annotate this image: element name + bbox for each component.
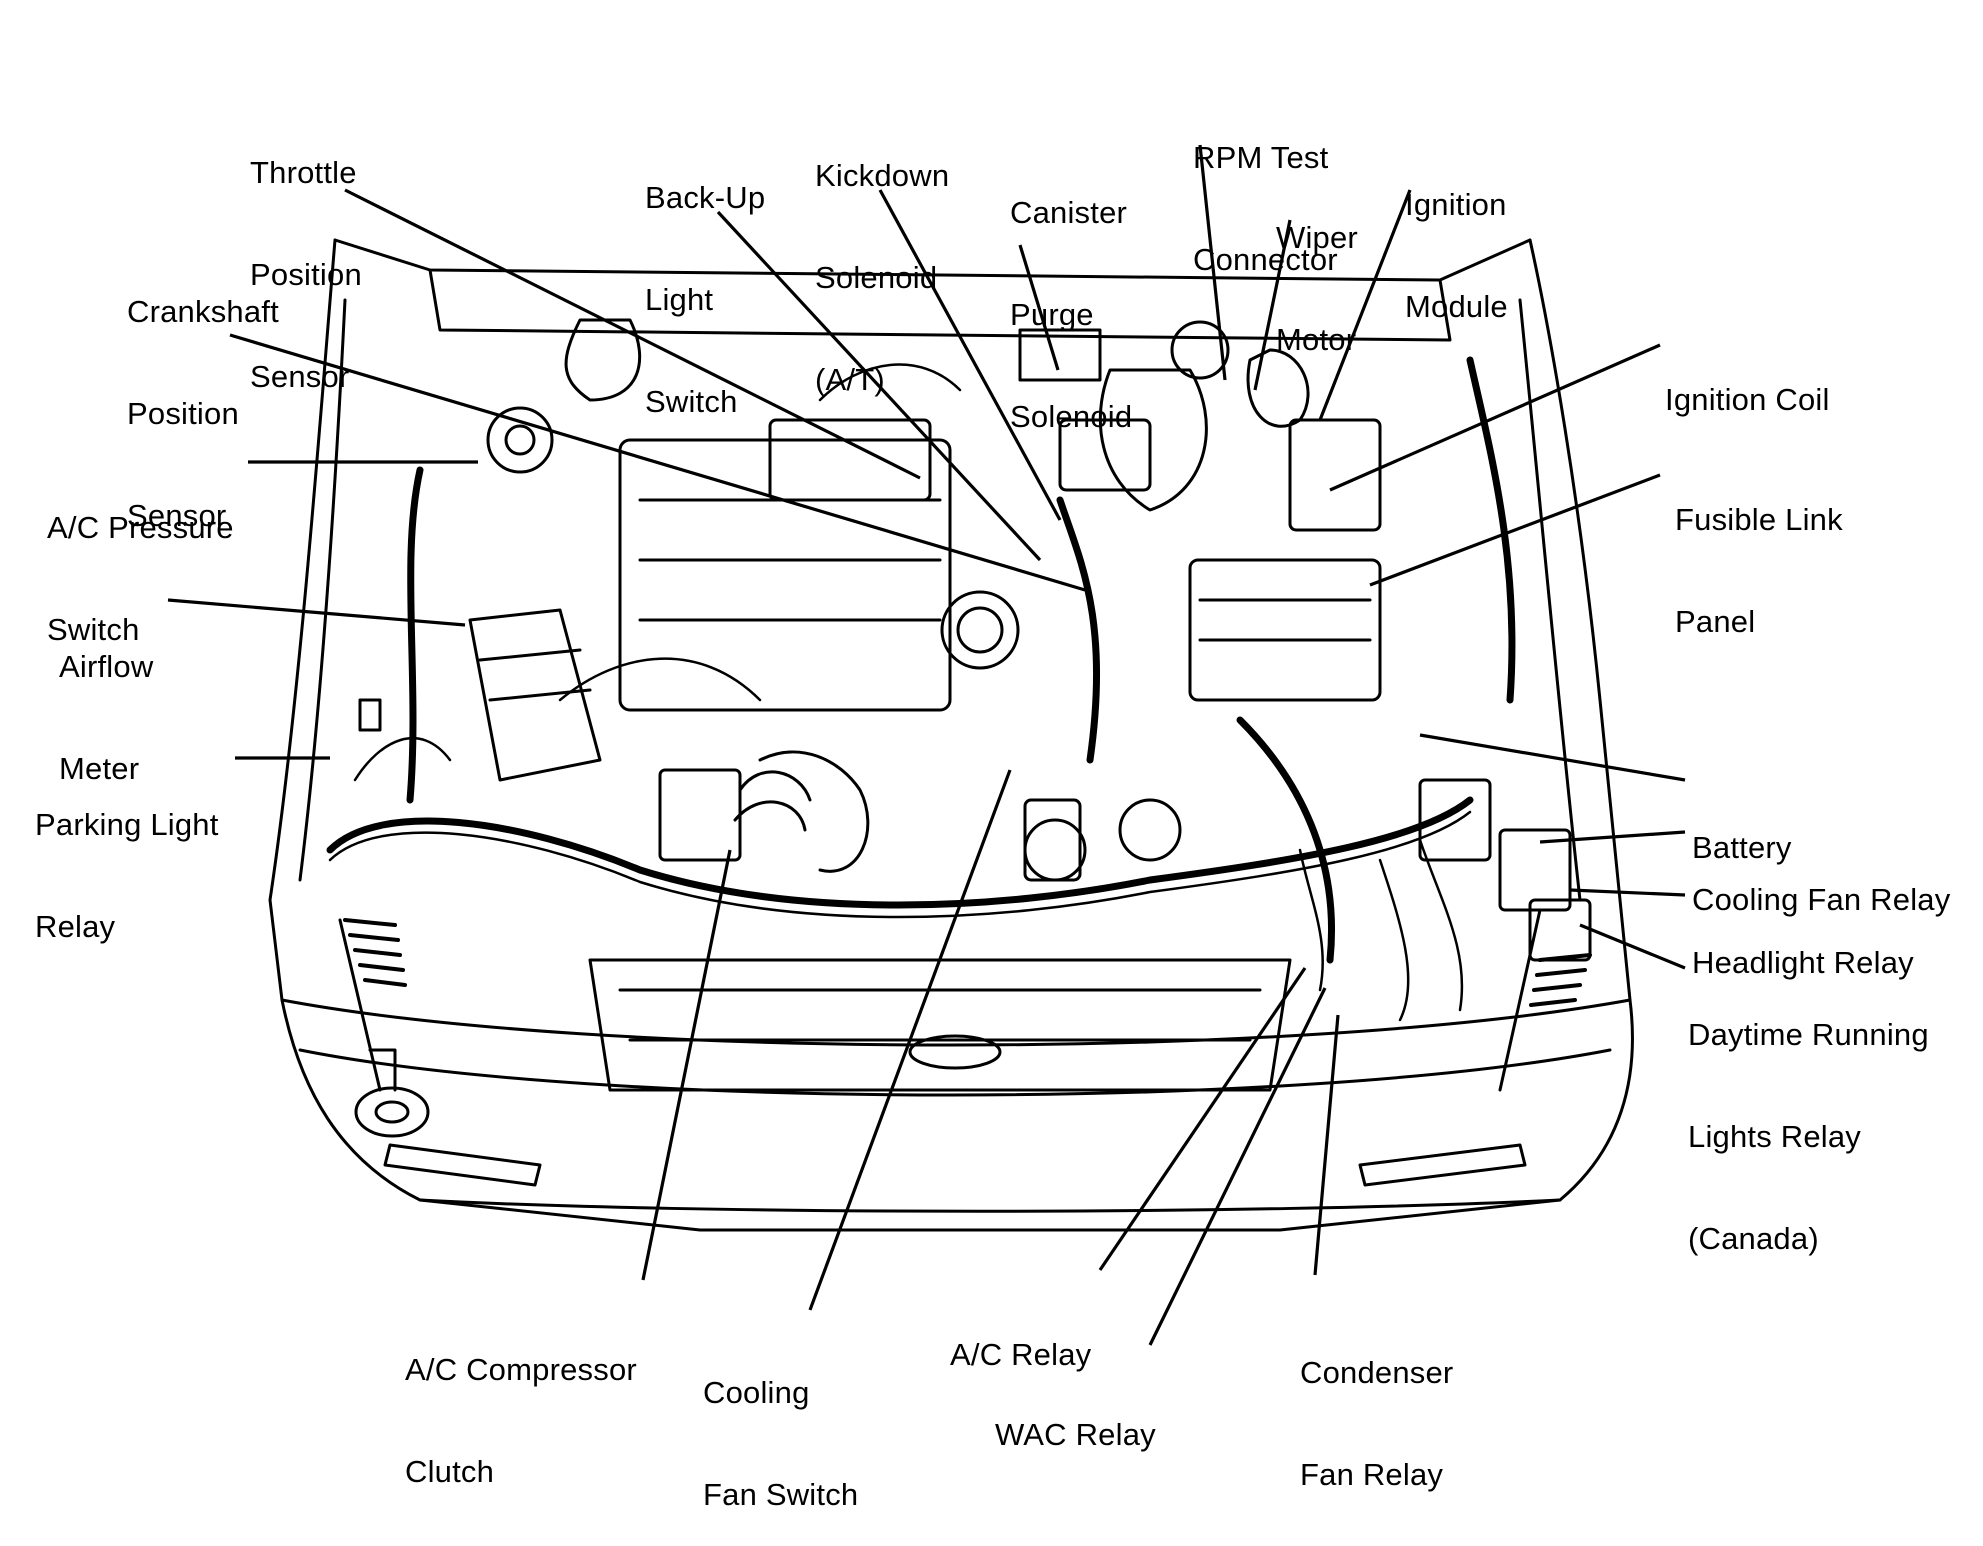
label-parking-light-relay: Parking Light Relay (35, 807, 219, 944)
label-ac-relay: A/C Relay (950, 1337, 1092, 1372)
leader-lines (167, 144, 1686, 1346)
engine-drawing (167, 144, 1686, 1346)
label-canister-purge-solenoid: Canister Purge Solenoid (1010, 195, 1133, 434)
leader-ac-relay (1098, 967, 1307, 1271)
leader-headlight-relay (1569, 888, 1686, 897)
label-back-up-light-switch: Back-Up Light Switch (645, 180, 766, 419)
label-ac-compressor-clutch: A/C Compressor Clutch (405, 1352, 637, 1489)
wiring-harness (326, 356, 1516, 964)
car-body-outline (268, 238, 1634, 1232)
label-wiper-motor: Wiper Motor (1276, 220, 1358, 357)
leader-cooling-fan-relay (1539, 830, 1686, 844)
label-headlight-relay: Headlight Relay (1692, 945, 1914, 980)
leader-wac-relay (1148, 987, 1327, 1346)
leader-canister-purge-solenoid (1018, 244, 1060, 371)
leader-wiper-motor (1253, 219, 1292, 391)
leader-back-up-light-switch (716, 210, 1042, 562)
leader-ignition-coil (1329, 343, 1661, 492)
label-ignition-coil: Ignition Coil (1665, 382, 1830, 417)
label-crankshaft-position-sensor: Crankshaft Position Sensor (127, 294, 279, 533)
leader-cooling-fan-switch (808, 769, 1012, 1311)
label-kickdown-solenoid: Kickdown Solenoid (A/T) (815, 158, 950, 397)
label-airflow-meter: Airflow Meter (59, 649, 154, 786)
leader-crankshaft-position-sensor (229, 333, 1086, 592)
label-rpm-test-connector: RPM Test Connector (1193, 140, 1338, 277)
engine-components (358, 318, 1592, 962)
leader-throttle-position-sensor (344, 188, 921, 480)
label-cooling-fan-switch: Cooling Fan Switch (703, 1375, 859, 1512)
label-wac-relay: WAC Relay (995, 1417, 1156, 1452)
leader-fusible-link-panel (1369, 473, 1661, 587)
leader-rpm-test-connector (1198, 144, 1227, 381)
label-daytime-running-lights-relay: Daytime Running Lights Relay (Canada) (1688, 1017, 1929, 1256)
label-ignition-module: Ignition Module (1405, 187, 1508, 324)
label-battery: Battery (1692, 830, 1792, 865)
label-cooling-fan-relay: Cooling Fan Relay (1692, 882, 1951, 917)
leader-ignition-module (1318, 189, 1412, 421)
leader-airflow-meter (167, 598, 466, 627)
grille-slats (343, 918, 1592, 1007)
wiring-detail (328, 363, 1472, 1022)
engine-compartment-diagram: Throttle Position Sensor Back-Up Light S… (35, 140, 1951, 1512)
leader-daytime-running-lights-relay (1579, 923, 1686, 970)
label-throttle-position-sensor: Throttle Position Sensor (250, 155, 362, 394)
label-condenser-fan-relay: Condenser Fan Relay (1300, 1355, 1454, 1492)
label-ac-pressure-switch: A/C Pressure Switch (47, 510, 234, 647)
label-fusible-link-panel: Fusible Link Panel (1675, 502, 1843, 639)
leader-ac-compressor-clutch (641, 849, 732, 1281)
leader-condenser-fan-relay (1313, 1014, 1340, 1276)
leader-kickdown-solenoid (878, 189, 1062, 521)
leader-battery (1419, 733, 1686, 782)
